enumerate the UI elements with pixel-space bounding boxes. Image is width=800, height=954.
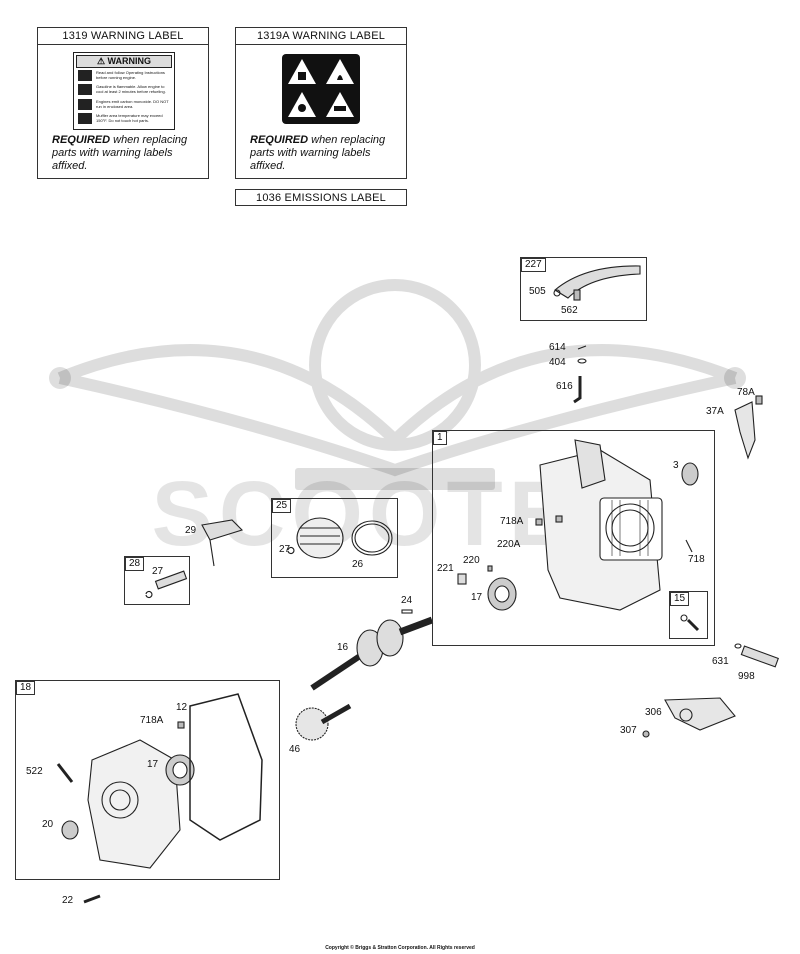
part-number-27-piston: 27 [279, 544, 291, 555]
part-number-3: 3 [673, 460, 679, 471]
watermark-logo [57, 279, 738, 477]
gasket-12-sketch [189, 693, 263, 841]
part-number-221: 221 [437, 563, 454, 574]
crankcase-sketch [539, 439, 663, 611]
warning-line-3: Engines emit carbon monoxide. DO NOT run… [96, 99, 169, 109]
dipstick-522-sketch [56, 763, 74, 783]
label-title-1319: 1319 WARNING LABEL [38, 28, 208, 45]
group-box-227: 227 [520, 257, 647, 321]
warning-label-card: ⚠ WARNING Read and follow Operating Inst… [73, 52, 175, 130]
label-box-1036: 1036 EMISSIONS LABEL [235, 189, 407, 206]
crankshaft-16-sketch [310, 616, 434, 691]
part-number-307: 307 [620, 725, 637, 736]
warning-line-4: Muffler area temperature may exceed 150°… [96, 113, 163, 123]
part-number-24: 24 [401, 595, 413, 606]
part-number-220A: 220A [497, 539, 521, 550]
seal-20-sketch [61, 820, 79, 840]
seal-3-sketch [681, 462, 699, 486]
group-box-28: 28 [124, 556, 190, 605]
group-tag-18: 18 [16, 681, 36, 695]
part-number-616: 616 [556, 381, 573, 392]
group-box-15: 15 [669, 591, 708, 639]
part-number-522: 522 [26, 766, 43, 777]
warning-line-1: Read and follow Operating Instructions b… [96, 70, 165, 80]
label-title-1036: 1036 EMISSIONS LABEL [256, 192, 386, 204]
gear-46-sketch [295, 707, 329, 741]
part-number-22: 22 [62, 895, 74, 906]
group-tag-227: 227 [521, 258, 546, 272]
part-number-26: 26 [352, 559, 364, 570]
part-number-562: 562 [561, 305, 578, 316]
part-number-718A-bottom: 718A [140, 715, 164, 726]
part-number-404: 404 [549, 357, 566, 368]
part-number-505: 505 [529, 286, 546, 297]
label-box-1319A: 1319A WARNING LABEL REQUIRED when replac… [235, 27, 407, 179]
required-note-1319A: REQUIRED when replacing parts with warni… [250, 134, 386, 172]
shield-306-sketch [664, 697, 736, 731]
part-number-306: 306 [645, 707, 662, 718]
part-number-12: 12 [176, 702, 188, 713]
label-box-1319: 1319 WARNING LABEL ⚠ WARNING Read and fo… [37, 27, 209, 179]
label-title-1319A: 1319A WARNING LABEL [236, 28, 406, 45]
group-box-25: 25 [271, 498, 398, 578]
part-number-78A: 78A [737, 387, 755, 398]
group-box-18: 18 [15, 680, 280, 880]
copyright-notice: Copyright © Briggs & Stratton Corporatio… [325, 945, 475, 951]
group-tag-25: 25 [272, 499, 292, 513]
part-number-220: 220 [463, 555, 480, 566]
bolt-22-sketch [83, 894, 101, 904]
warning-line-2: Gasoline is flammable. Allow engine to c… [96, 84, 166, 94]
part-number-46: 46 [289, 744, 301, 755]
sump-18-sketch [87, 739, 181, 869]
warning-card-header: ⚠ WARNING [76, 55, 172, 68]
part-number-17-bottom: 17 [147, 759, 159, 770]
part-number-718A-top: 718A [500, 516, 524, 527]
required-note-1319: REQUIRED when replacing parts with warni… [52, 134, 188, 172]
part-number-614: 614 [549, 342, 566, 353]
governor-29-sketch [201, 519, 244, 541]
warning-pictogram-icons [78, 70, 92, 124]
plug-15-sketch [686, 618, 700, 632]
part-number-27-pin: 27 [152, 566, 164, 577]
bracket-37A-sketch [734, 401, 756, 460]
rings-26-sketch [351, 520, 393, 556]
pin-998-sketch [740, 645, 779, 668]
part-number-29: 29 [185, 525, 197, 536]
group-tag-15: 15 [670, 592, 690, 606]
pin-27-sketch [154, 570, 188, 590]
group-box-1: 1 [432, 430, 715, 646]
part-number-718: 718 [688, 554, 705, 565]
part-number-17-top: 17 [471, 592, 483, 603]
hazard-symbols-icon [282, 54, 360, 124]
part-number-37A: 37A [706, 406, 724, 417]
part-number-998: 998 [738, 671, 755, 682]
warning-triangle-icon: ⚠ [96, 56, 106, 66]
part-number-16: 16 [337, 642, 349, 653]
part-number-631: 631 [712, 656, 729, 667]
group-tag-1: 1 [433, 431, 447, 445]
group-tag-28: 28 [125, 557, 145, 571]
part-number-20: 20 [42, 819, 54, 830]
lever-616-sketch [573, 376, 582, 404]
